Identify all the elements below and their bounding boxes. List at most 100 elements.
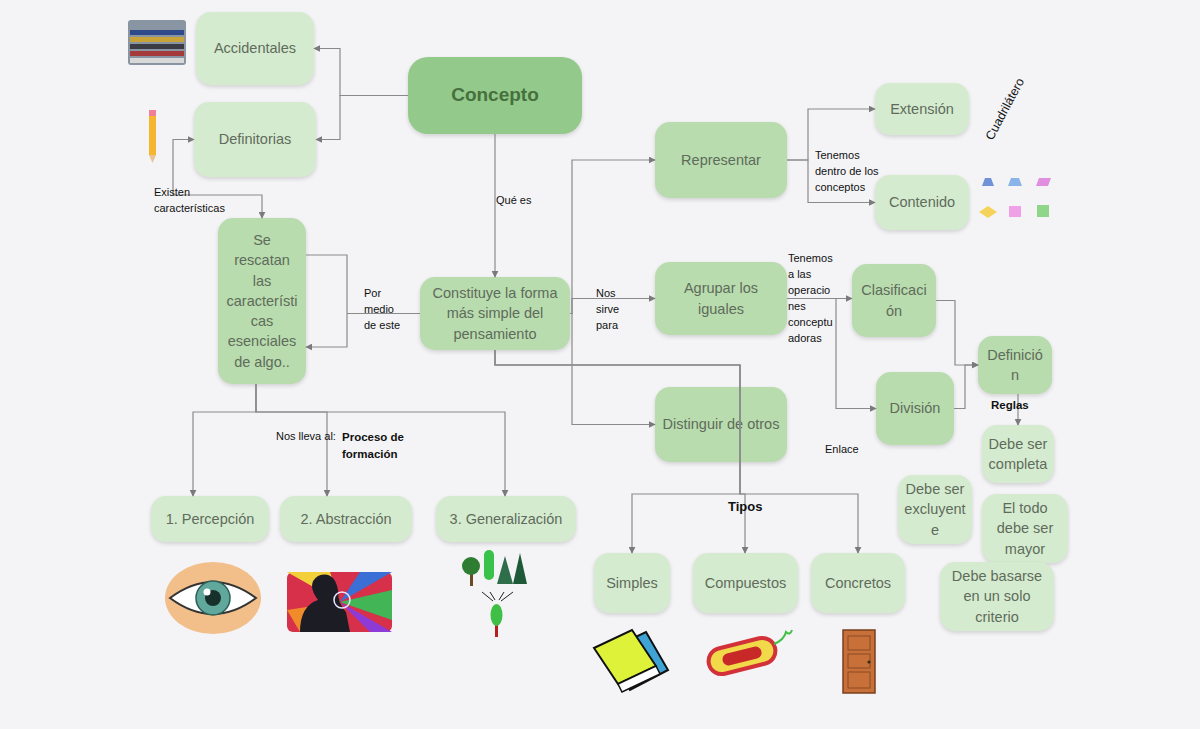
- connector: [173, 140, 262, 219]
- node-text: Distinguir de otros: [663, 414, 780, 434]
- pencil-body: [149, 116, 156, 155]
- connector: [787, 298, 852, 299]
- shape-icons: [979, 178, 1051, 218]
- node-text: Accidentales: [214, 38, 296, 58]
- edge-label: Por medio de este: [364, 286, 408, 334]
- connector: [954, 365, 978, 409]
- photo-pencil: [130, 30, 184, 35]
- connector: [570, 299, 655, 314]
- node-text: Simples: [606, 573, 658, 593]
- door-panel: [848, 636, 870, 650]
- concept-box: El todo debe ser mayor: [982, 494, 1068, 563]
- eye-iris: [196, 581, 230, 615]
- node-text: División: [890, 398, 941, 418]
- note-label: Enlace: [825, 442, 885, 458]
- node-text: Definitorias: [219, 129, 292, 149]
- concept-box: Definición: [978, 336, 1052, 394]
- connector: [494, 134, 495, 277]
- concept-box: Simples: [594, 553, 670, 613]
- tree-crown: [497, 556, 513, 584]
- concept-box: Concretos: [811, 553, 905, 613]
- book-pages: [618, 666, 660, 692]
- concept-box: Se rescatan las características esencial…: [218, 218, 306, 384]
- tree-crown: [462, 557, 480, 575]
- concept-box: Distinguir de otros: [655, 387, 787, 462]
- node-text: 2. Abstracción: [300, 509, 391, 529]
- node-text: Definición: [984, 345, 1046, 386]
- node-text: 1. Percepción: [166, 509, 255, 529]
- node-text: Debe basarse en un solo criterio: [946, 566, 1048, 627]
- node-text: Extensión: [890, 99, 954, 119]
- connector: [306, 255, 420, 347]
- concept-box: División: [876, 372, 954, 445]
- door-panel: [848, 672, 870, 688]
- connector: [936, 301, 978, 366]
- concept-box: Definitorias: [194, 102, 316, 177]
- connector: [495, 350, 858, 553]
- connector: [787, 109, 875, 160]
- rectangle-icon: [1009, 206, 1021, 217]
- eye-highlight: [204, 589, 211, 596]
- concept-box: Agrupar los iguales: [655, 262, 787, 335]
- trees-generalization: [462, 550, 527, 637]
- connector: [495, 350, 740, 553]
- door-body: [843, 630, 875, 693]
- tree-crown: [484, 550, 494, 580]
- node-text: Clasificación: [858, 280, 930, 321]
- node-text: Concepto: [451, 82, 539, 109]
- door-panel: [848, 654, 870, 668]
- node-text: 3. Generalización: [450, 509, 563, 529]
- connector: [316, 96, 408, 140]
- photo-pencil: [130, 58, 184, 63]
- edge-label: Tipos: [728, 498, 778, 517]
- concept-box: Debe basarse en un solo criterio: [940, 562, 1054, 631]
- concept-box: 2. Abstracción: [280, 496, 412, 542]
- concept-box: Clasificación: [852, 264, 936, 337]
- connector: [570, 314, 655, 425]
- concept-box: Extensión: [875, 83, 969, 135]
- connector: [570, 160, 655, 314]
- node-text: Contenido: [889, 192, 955, 212]
- connector: [314, 49, 408, 96]
- pencil-eraser: [149, 110, 156, 116]
- edge-label: Nos lleva al:: [276, 429, 346, 445]
- connector: [495, 350, 745, 553]
- converge-line: [501, 592, 513, 601]
- concept-box: Contenido: [875, 175, 969, 230]
- node-text: Debe ser completa: [988, 434, 1048, 475]
- square-icon: [1037, 205, 1049, 217]
- edge-label: Tenemos a las operaciones conceptuadoras: [788, 251, 836, 347]
- connector: [256, 384, 327, 496]
- node-text: Se rescatan las características esencial…: [224, 230, 300, 372]
- mind-circle: [334, 592, 350, 608]
- edge-label: Reglas: [991, 397, 1041, 414]
- photo-pencil: [130, 51, 184, 56]
- door-icon: [843, 630, 875, 693]
- pencil-icon: [149, 110, 156, 163]
- edge-label: Existen características: [154, 185, 240, 217]
- door-knob: [867, 660, 870, 663]
- note-label: Cuadrilátero: [977, 68, 1032, 151]
- abstraction-image: [287, 572, 392, 632]
- trapezoid-icon: [1008, 178, 1022, 186]
- node-text: Compuestos: [705, 573, 786, 593]
- main-concept-box: Concepto: [408, 57, 582, 134]
- connector: [256, 384, 505, 496]
- concept-box: Accidentales: [196, 12, 314, 85]
- bacteria-icon: [706, 630, 792, 677]
- bacteria-body: [706, 635, 778, 677]
- bacteria-core: [721, 645, 763, 666]
- trapezoid-icon: [982, 178, 994, 186]
- concept-box: Debe ser excluyente: [898, 475, 972, 544]
- rhombus-icon: [979, 206, 997, 218]
- abstraction-background: [287, 572, 392, 632]
- eye-white: [170, 582, 256, 614]
- concept-box: Debe ser completa: [982, 425, 1054, 483]
- tree-crown: [491, 604, 503, 626]
- node-text: Agrupar los iguales: [661, 278, 781, 319]
- connector: [787, 299, 876, 409]
- photo-frame: [128, 20, 186, 65]
- edge-label: Nos sirve para: [596, 286, 630, 334]
- photo-pencil: [130, 44, 184, 49]
